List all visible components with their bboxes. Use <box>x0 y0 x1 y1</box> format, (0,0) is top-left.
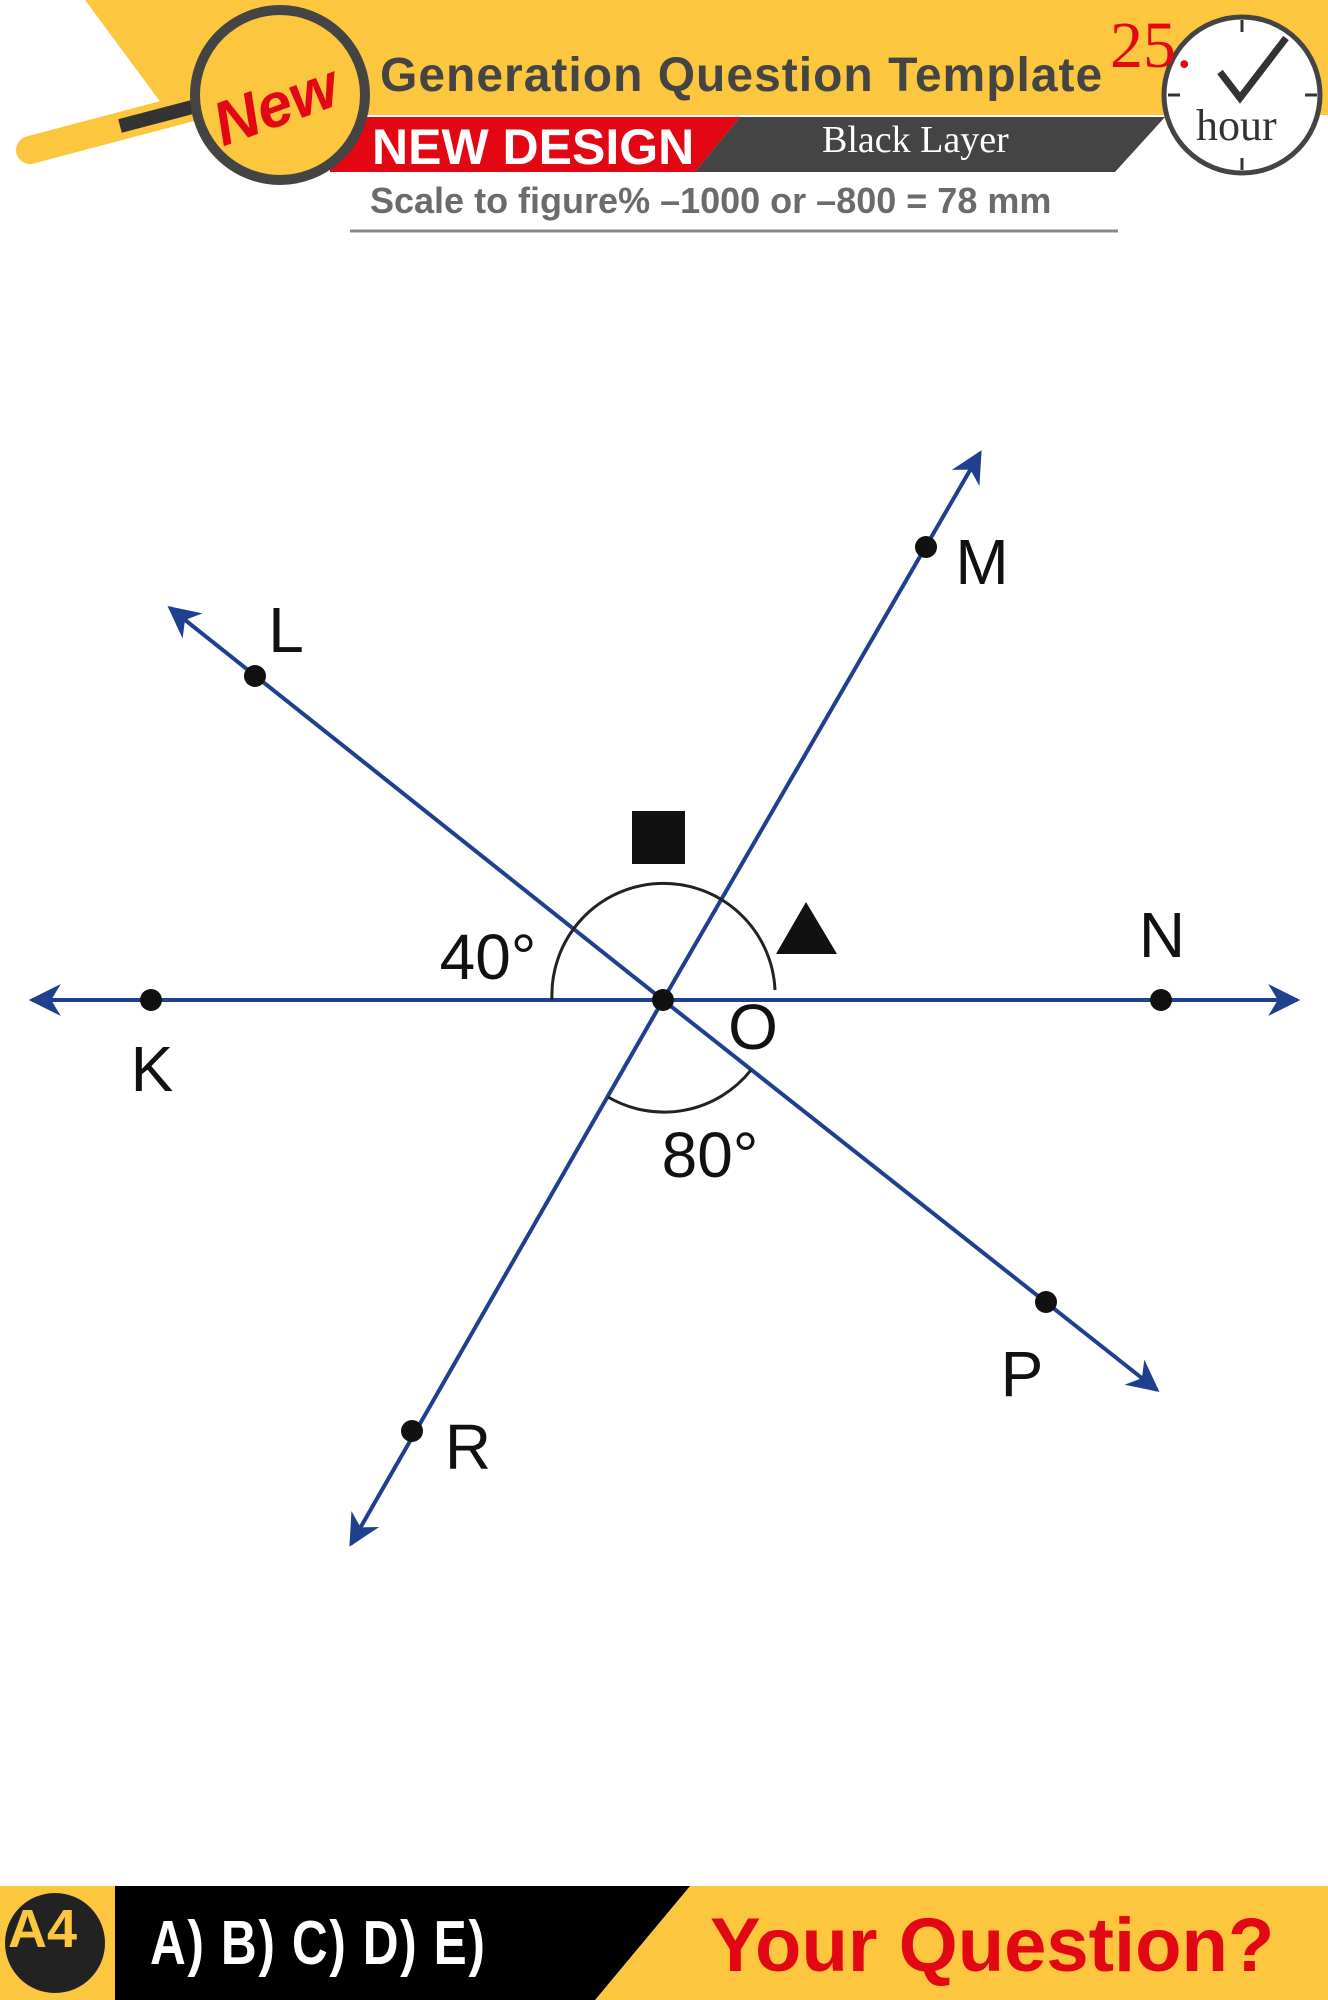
label-N: N <box>1139 899 1185 971</box>
point-L <box>244 665 266 687</box>
point-N <box>1150 989 1172 1011</box>
ray-OM <box>661 450 982 1002</box>
triangle-symbol <box>776 902 837 954</box>
lower-angle-arc <box>607 1069 753 1114</box>
scale-text: Scale to figure% –1000 or –800 = 78 mm <box>370 180 1052 221</box>
ray-OL <box>167 606 665 1002</box>
point-M <box>915 536 937 558</box>
label-L: L <box>268 594 304 666</box>
your-question-text: Your Question? <box>710 1903 1275 1988</box>
label-O: O <box>728 991 778 1063</box>
point-K <box>140 989 162 1011</box>
point-markers <box>140 536 1172 1442</box>
footer-yellow-band <box>595 1886 1328 2000</box>
upper-angle-arc <box>550 881 777 1001</box>
hour-label: hour <box>1196 101 1277 150</box>
point-R <box>401 1420 423 1442</box>
new-design-label: NEW DESIGN <box>372 119 695 175</box>
label-R: R <box>445 1411 491 1483</box>
a4-logo-icon <box>5 1893 105 1993</box>
label-M: M <box>955 526 1008 598</box>
square-symbol <box>632 811 685 864</box>
label-P: P <box>1001 1338 1044 1410</box>
clock-icon <box>1161 14 1323 176</box>
point-P <box>1035 1291 1057 1313</box>
point-O <box>652 989 674 1011</box>
magnifier-icon <box>16 5 370 185</box>
header-title: Generation Question Template <box>380 49 1104 102</box>
a4-logo-text: A4 <box>8 1899 78 1959</box>
design-red-band <box>330 117 740 172</box>
header-yellow-band <box>85 0 1328 115</box>
ray-OP <box>661 998 1160 1392</box>
ray-OR <box>349 999 665 1547</box>
layer-label: Black Layer <box>822 119 1009 161</box>
layer-dark-band <box>695 117 1165 172</box>
question-number: 25. <box>1110 9 1193 82</box>
angle-80-label: 80° <box>662 1119 759 1191</box>
angle-40-label: 40° <box>440 921 537 993</box>
answer-options: A) B) C) D) E) <box>150 1909 487 1978</box>
label-K: K <box>131 1033 174 1105</box>
